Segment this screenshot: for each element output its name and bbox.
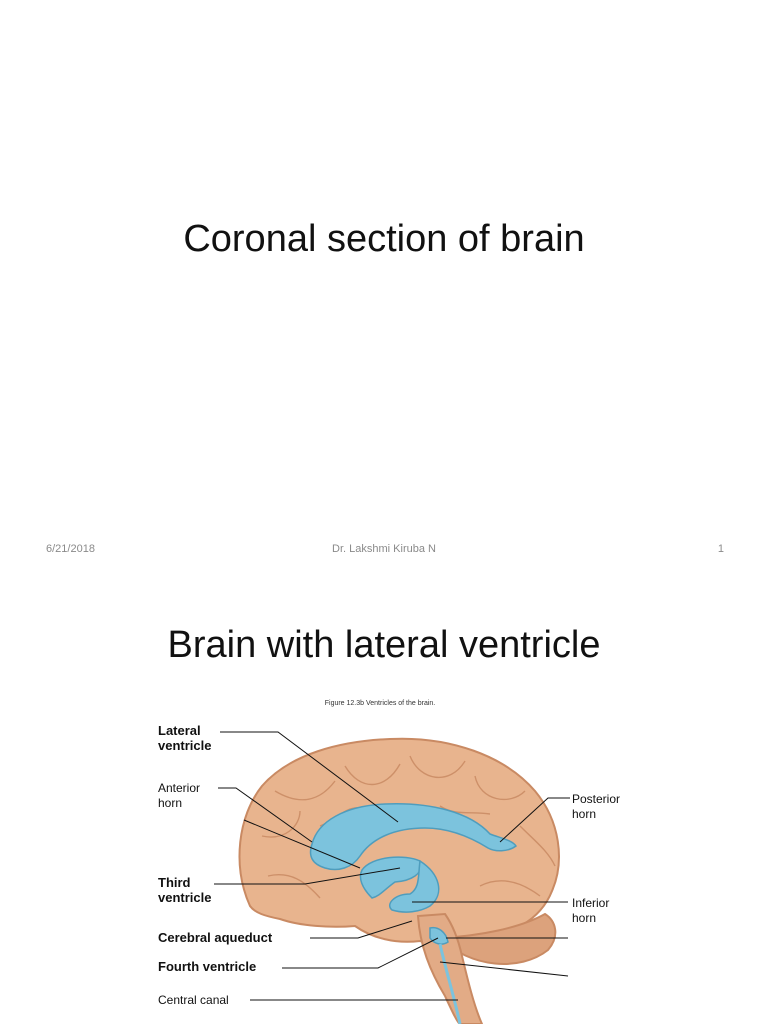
figure-caption: Figure 12.3b Ventricles of the brain.	[250, 700, 510, 707]
brain-ventricles-illustration	[0, 576, 768, 1024]
footer-author: Dr. Lakshmi Kiruba N	[0, 543, 768, 555]
label-inferior-horn: Inferior horn	[572, 896, 609, 926]
slide-1: Coronal section of brain 6/21/2018 Dr. L…	[0, 0, 768, 576]
label-central-canal: Central canal	[158, 993, 229, 1008]
label-fourth-ventricle: Fourth ventricle	[158, 959, 256, 974]
label-anterior-horn: Anterior horn	[158, 781, 200, 811]
label-lateral-ventricle: Lateral ventricle	[158, 723, 211, 753]
label-third-ventricle: Third ventricle	[158, 875, 211, 905]
slide-title: Coronal section of brain	[0, 218, 768, 261]
label-posterior-horn: Posterior horn	[572, 792, 620, 822]
footer-page-number: 1	[718, 543, 724, 555]
label-cerebral-aqueduct: Cerebral aqueduct	[158, 930, 272, 945]
slide-2: Brain with lateral ventricle	[0, 576, 768, 1024]
